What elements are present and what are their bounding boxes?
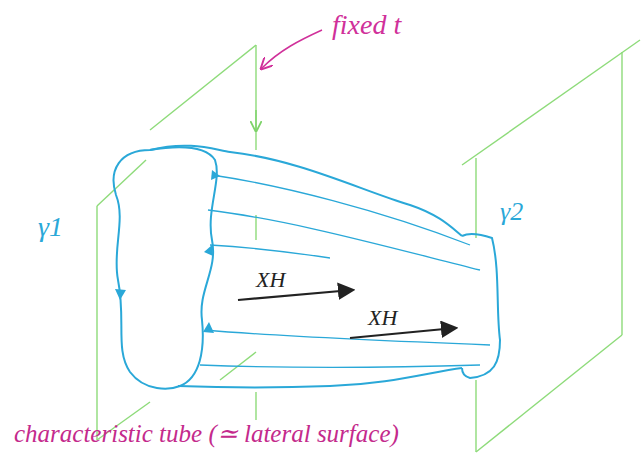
leader-line	[262, 30, 322, 68]
curve-label: γ2	[500, 198, 523, 227]
plane-arrow	[255, 110, 256, 130]
flow-line	[200, 175, 490, 367]
plane	[462, 40, 640, 452]
characteristic-tube	[114, 146, 500, 389]
flow-arrowhead	[115, 170, 220, 333]
curve-label: γ1	[38, 212, 63, 243]
plane-label: fixed t	[332, 10, 401, 41]
caption-note: characteristic tube (≃ lateral surface)	[14, 420, 399, 448]
vector-label: XH	[256, 268, 285, 292]
plane	[97, 45, 256, 440]
vector-label: XH	[368, 306, 397, 330]
vector-arrow	[238, 290, 455, 338]
